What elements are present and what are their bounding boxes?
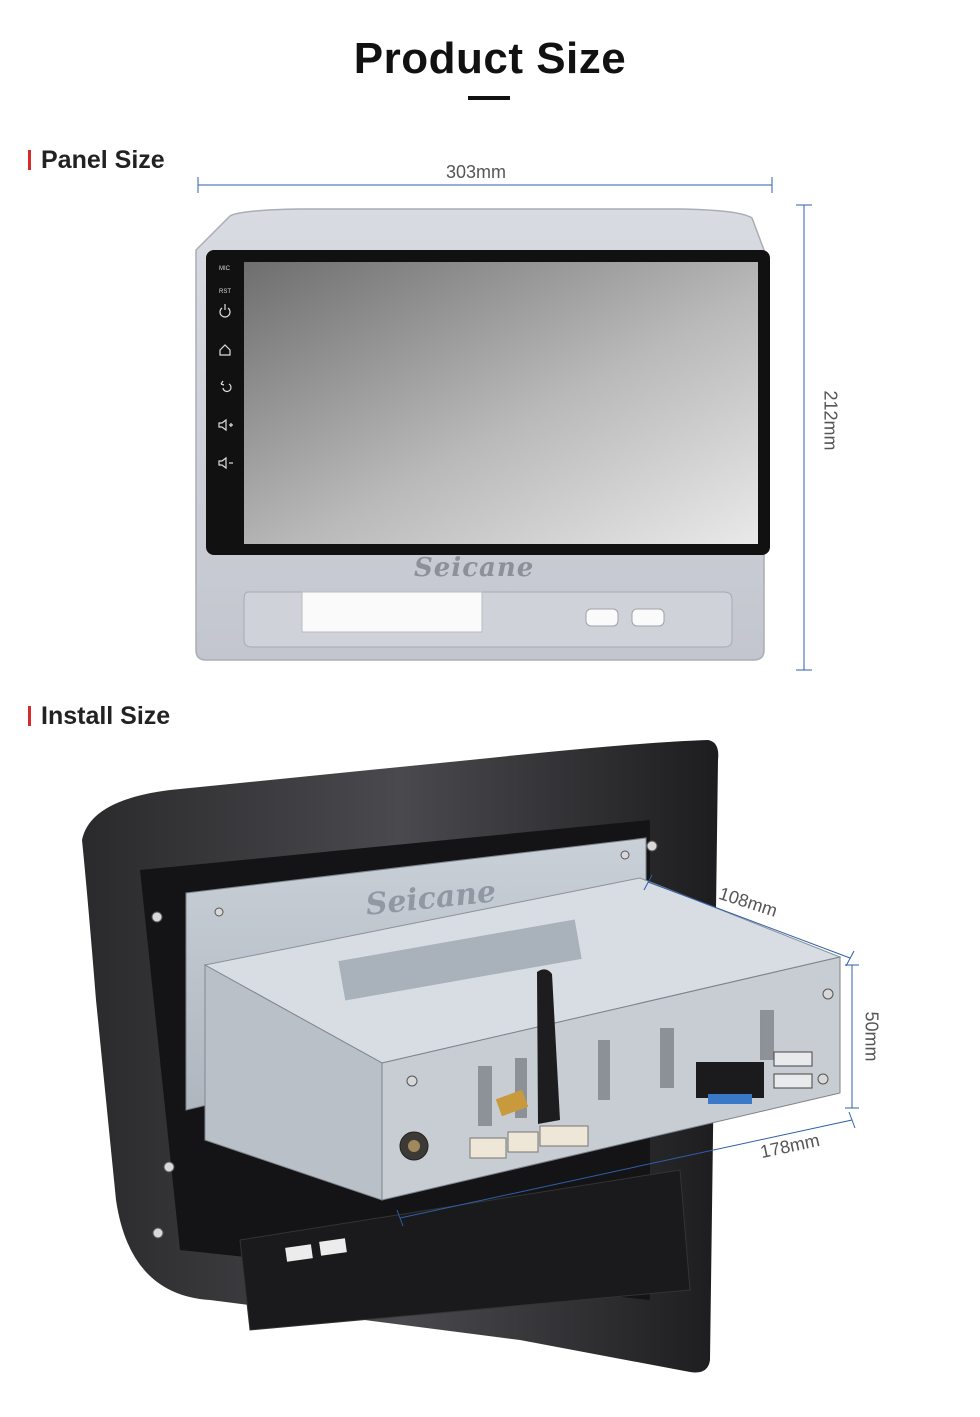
lower-bracket <box>239 1169 691 1331</box>
install-height-label: 50mm <box>861 1011 882 1062</box>
home-icon[interactable] <box>219 344 231 356</box>
panel-width-dimension <box>197 177 773 193</box>
back-icon[interactable] <box>220 380 232 392</box>
blue-connector <box>708 1094 752 1104</box>
antenna-icon <box>537 969 560 1124</box>
lower-button-right <box>631 608 665 627</box>
top-label <box>338 919 582 1001</box>
power-icon[interactable] <box>219 304 231 318</box>
white-plug-3 <box>539 1125 589 1147</box>
install-height-dimension <box>845 964 859 1109</box>
section-marker <box>28 150 31 170</box>
screws <box>151 840 834 1239</box>
install-size-label: Install Size <box>41 702 171 730</box>
panel-height-label: 212mm <box>820 390 841 451</box>
mic-label: MIC <box>219 266 230 272</box>
rst-label: RST <box>219 289 231 295</box>
bracket-slot-2 <box>319 1238 347 1256</box>
panel-size-label: Panel Size <box>41 146 165 174</box>
panel-size-heading: Panel Size <box>28 146 165 175</box>
title-underline <box>468 96 510 100</box>
panel-height-dimension <box>796 204 812 671</box>
harness-connector <box>696 1062 764 1098</box>
screen-display <box>244 262 758 544</box>
volume-up-icon[interactable] <box>218 418 233 432</box>
bracket-slot-1 <box>285 1244 313 1262</box>
usb-port-bottom <box>773 1073 813 1089</box>
install-width-dimension <box>396 1111 856 1227</box>
install-depth-dimension <box>643 874 855 967</box>
install-size-heading: Install Size <box>28 702 170 731</box>
usb-port-top <box>773 1051 813 1067</box>
panel-brand-logo: Seicane <box>414 553 535 583</box>
gold-connector <box>495 1089 529 1117</box>
volume-down-icon[interactable] <box>218 456 233 470</box>
lower-slot <box>301 591 483 633</box>
panel-width-label: 303mm <box>446 162 507 182</box>
section-marker <box>28 706 31 726</box>
lower-button-left <box>585 608 619 627</box>
white-plug-1 <box>469 1137 507 1159</box>
white-plug-2 <box>507 1131 539 1153</box>
page-title: Product Size <box>353 34 627 83</box>
